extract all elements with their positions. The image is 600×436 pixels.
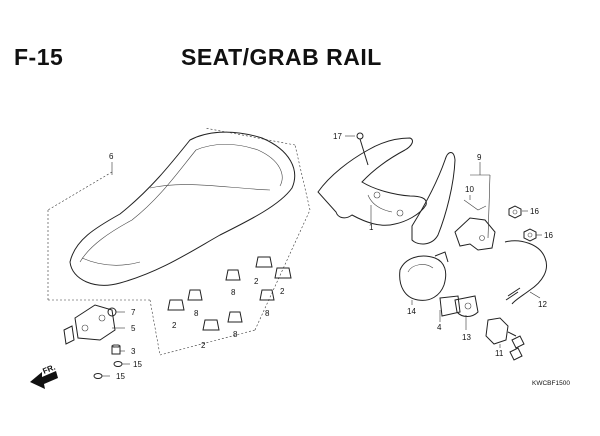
callout-2: 2 [254,277,259,286]
callout-8: 8 [194,309,199,318]
callout-6: 6 [109,152,114,161]
cushion-8 [225,269,241,281]
page-code: F-15 [14,44,64,70]
grab-rail [317,137,456,245]
callout-16-lower: 16 [544,231,553,240]
nut-16-lower [523,228,537,242]
bolt-17 [356,132,369,166]
washer-15-lower [93,373,103,379]
seat-hinge [454,199,496,251]
callout-8: 8 [233,330,238,339]
callout-17: 17 [333,132,342,141]
callout-9: 9 [477,153,482,162]
seat-lock-hinge [63,304,116,345]
callout-5: 5 [131,324,136,333]
cushion-8 [259,289,275,301]
callout-8: 8 [231,288,236,297]
latch-plate-13 [454,295,479,317]
washer-15-upper [113,361,123,367]
seat-zone [47,127,311,356]
diagram-code: KWCBF1500 [532,380,570,387]
seat-lock-cable [504,240,547,305]
callout-2: 2 [201,341,206,350]
callout-15-upper: 15 [133,360,142,369]
callout-11: 11 [495,349,504,358]
callout-2: 2 [172,321,177,330]
callout-13: 13 [462,333,471,342]
callout-12: 12 [538,300,547,309]
page-title: SEAT/GRAB RAIL [181,44,382,70]
collar-3 [111,344,121,355]
callout-10: 10 [465,185,474,194]
callout-3: 3 [131,347,136,356]
cushion-2 [167,299,185,311]
callout-2: 2 [280,287,285,296]
callout-8: 8 [265,309,270,318]
cushion-2 [255,256,273,268]
callout-14: 14 [407,307,416,316]
nut-16-upper [508,205,522,219]
callout-7: 7 [131,308,136,317]
callout-15-lower: 15 [116,372,125,381]
cushion-8 [227,311,243,323]
cushion-8 [187,289,203,301]
cushion-2 [202,319,220,331]
front-arrow-icon [30,371,58,389]
callout-16-upper: 16 [530,207,539,216]
latch-bracket-4 [439,295,461,317]
seat [69,131,296,286]
callout-4: 4 [437,323,442,332]
key-cylinder [485,317,525,361]
callout-1: 1 [369,223,374,232]
front-label: FR. [41,363,56,376]
cushion-2 [274,267,292,279]
leader-lines [102,135,542,377]
seat-latch [399,251,449,301]
